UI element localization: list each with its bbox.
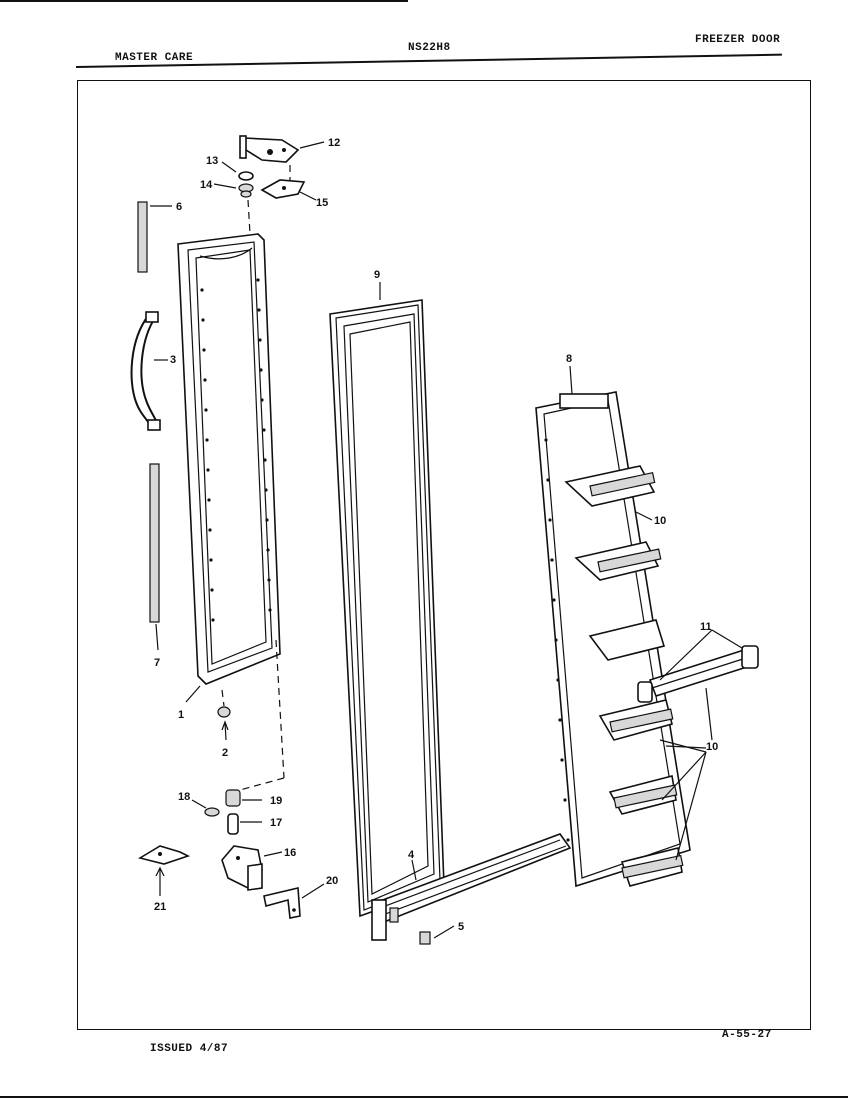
callout-8: 8: [566, 353, 572, 365]
part-16-bottom-hinge: [221, 845, 283, 891]
part-15-hinge-plate: [260, 165, 317, 201]
door-panel-holes: [200, 278, 272, 622]
part-2-bushing: [217, 689, 231, 741]
callout-10-lower: 10: [706, 741, 718, 753]
callout-6: 6: [176, 201, 182, 213]
part-17-hinge-pin: [227, 813, 262, 835]
issued-date: ISSUED 4/87: [150, 1043, 229, 1055]
callout-3: 3: [170, 354, 176, 366]
callout-20: 20: [326, 875, 338, 887]
part-20-shim: [263, 883, 325, 919]
part-12-top-hinge: [239, 135, 325, 163]
callout-21: 21: [154, 901, 166, 913]
callout-7: 7: [154, 657, 160, 669]
part-10-shelves: [564, 465, 684, 887]
callout-11: 11: [700, 621, 712, 633]
part-4-bottom-channel: [370, 833, 572, 941]
callout-2: 2: [222, 747, 228, 759]
page-code: A-55-27: [722, 1029, 772, 1041]
arrow-part-2: [221, 720, 229, 731]
top-rule: [0, 0, 408, 2]
callout-19: 19: [270, 795, 282, 807]
part-18-washer: [191, 799, 220, 817]
callout-18: 18: [178, 791, 190, 803]
part-21-hinge-plate: [137, 845, 191, 896]
part-7-trim-strip: [149, 463, 160, 651]
part-6-trim-strip: [137, 201, 172, 273]
part-8-inner-liner: [535, 365, 707, 888]
brand-label: MASTER CARE: [115, 52, 194, 64]
callout-13: 13: [206, 155, 218, 167]
part-3-handle: [130, 311, 168, 431]
diagram-frame: [77, 80, 811, 1030]
part-11-shelf-bar: [637, 629, 759, 741]
callout-10-upper: 10: [654, 515, 666, 527]
callout-14: 14: [200, 179, 213, 191]
callout-15: 15: [316, 197, 328, 209]
callout-4: 4: [408, 849, 415, 861]
callout-9: 9: [374, 269, 380, 281]
callout-5: 5: [458, 921, 464, 933]
section-label: FREEZER DOOR: [695, 34, 781, 46]
part-14-bushing: [213, 183, 254, 235]
part-5-screw: [419, 925, 455, 945]
callout-12: 12: [328, 137, 340, 149]
part-19-hinge-pin-bushing: [225, 789, 262, 807]
bottom-rule: [0, 1096, 848, 1098]
part-13-washer: [221, 161, 254, 181]
part-1-door-panel: [177, 233, 285, 791]
part-9-gasket: [329, 282, 445, 918]
callout-1: 1: [178, 709, 184, 721]
liner-holes: [544, 438, 570, 842]
model-label: NS22H8: [408, 42, 451, 54]
callout-17: 17: [270, 817, 282, 829]
callout-16: 16: [284, 847, 296, 859]
